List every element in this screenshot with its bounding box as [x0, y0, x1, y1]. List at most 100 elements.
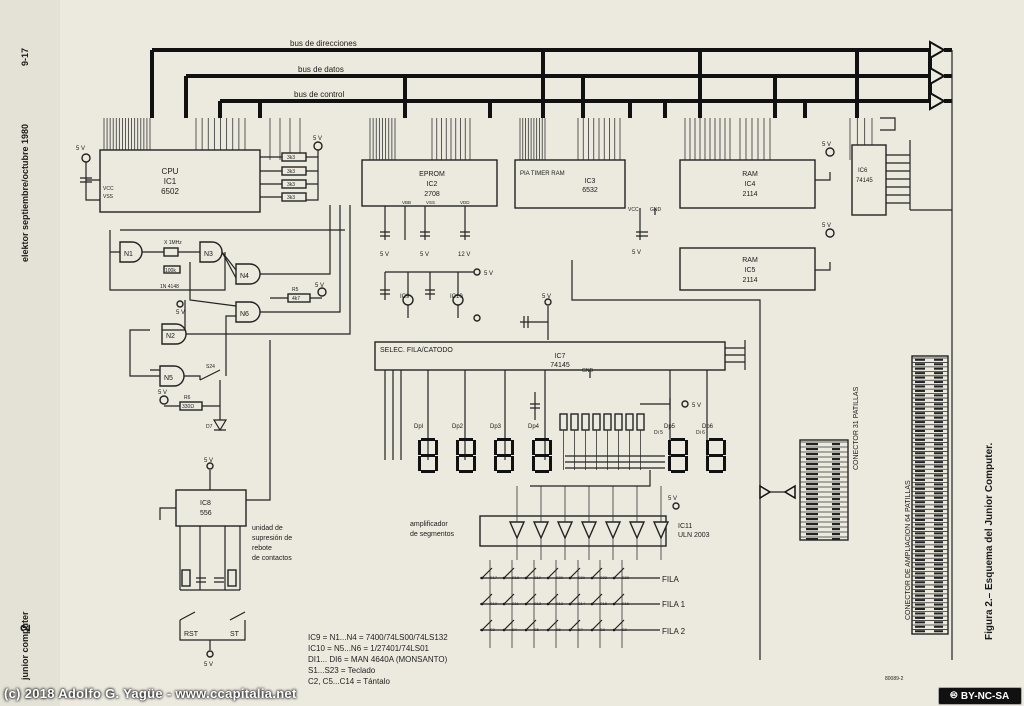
svg-text:IC6: IC6: [858, 168, 868, 174]
svg-text:EPROM: EPROM: [419, 171, 445, 178]
gate-n1: [119, 241, 143, 263]
svg-text:FILA 2: FILA 2: [662, 627, 686, 636]
svg-text:IC10: IC10: [450, 294, 463, 300]
connector-31-pin: [799, 439, 849, 541]
step-switch: S24 R6 330Ω 5 V D7: [158, 364, 228, 432]
display-label: Dpl: [414, 424, 423, 430]
svg-text:IC2: IC2: [427, 181, 438, 188]
svg-text:4k7: 4k7: [292, 296, 300, 302]
svg-text:RAM: RAM: [742, 171, 758, 178]
r-100k: 100k: [165, 268, 176, 274]
cpu-supply: 5 V: [76, 146, 85, 152]
r5-pullup: R5 4k7 5 V: [270, 283, 327, 303]
svg-text:5 V: 5 V: [632, 250, 641, 256]
note-line: IC9 = N1...N4 = 7400/74LS00/74LS132: [308, 633, 448, 642]
bus-lines: bus de direcciones bus de datos bus de c…: [150, 39, 952, 118]
svg-text:X 1MHz: X 1MHz: [164, 240, 182, 246]
r3-value: 3k3: [287, 182, 295, 188]
page-ref: 9-17: [20, 48, 30, 66]
svg-text:IC3: IC3: [585, 178, 596, 185]
svg-text:IC11: IC11: [678, 523, 692, 530]
page-number: 2: [17, 624, 33, 632]
data-bus-label: bus de datos: [298, 65, 344, 74]
display-label: Dp4: [528, 424, 540, 430]
svg-text:VSS: VSS: [426, 200, 435, 205]
svg-text:VDD: VDD: [460, 200, 470, 205]
svg-text:IC4: IC4: [745, 181, 756, 188]
svg-text:5 V: 5 V: [542, 294, 551, 300]
figure-code: 80089-2: [885, 676, 904, 682]
svg-text:5 V: 5 V: [315, 283, 324, 289]
section-name: junior computer: [20, 611, 30, 681]
reset-step-switches: RST ST 5 V: [179, 611, 246, 668]
eprom-ic2: EPROM IC2 2708 VBB VSS VDD 5 V 5 V 12 V: [361, 159, 498, 258]
issue-line: elektor septiembre/octubre 1980: [20, 124, 30, 262]
r1-value: 3k3: [287, 155, 295, 161]
segment-resistors: 5 V: [530, 392, 701, 470]
svg-text:5 V: 5 V: [822, 223, 831, 229]
cpu-ic1: CPU IC1 6502 VCC VSS: [99, 149, 261, 213]
connector-64-pin: [911, 355, 949, 635]
cpu-vss: VSS: [103, 194, 114, 200]
gate-n5: [159, 365, 185, 387]
segment-driver-ic11: IC11 ULN 2003 5 V amplificador de segmen…: [410, 470, 710, 560]
cpu-decoupling: 5 V: [76, 146, 100, 201]
svg-text:5 V: 5 V: [822, 142, 831, 148]
svg-text:GND: GND: [650, 207, 662, 213]
pia-ic3: PIA TIMER RAM IC3 6532 GND VCC 5 V: [514, 159, 662, 256]
cpu-name: CPU: [162, 167, 179, 176]
rst-label: RST: [184, 631, 199, 638]
cpu-vcc: VCC: [103, 186, 114, 192]
svg-text:ULN 2003: ULN 2003: [678, 532, 710, 539]
debounce-label-1: unidad de: [252, 525, 283, 532]
display-sub-label: Di 5: [654, 430, 663, 436]
debounce-label-2: supresión de: [252, 535, 292, 542]
svg-text:2708: 2708: [424, 191, 440, 198]
svg-text:FILA: FILA: [662, 575, 680, 584]
svg-text:FILA 1: FILA 1: [662, 600, 686, 609]
page-gutter: [0, 0, 60, 706]
debounce-label-4: de contactos: [252, 555, 292, 562]
cpu-pullups: 3k3 3k3 3k3 3k3 5 V: [260, 136, 323, 202]
decoder-ic6: IC6 74145: [851, 50, 953, 660]
cc-icon: 🅭: [950, 690, 957, 701]
svg-text:N1: N1: [124, 251, 133, 258]
ram-ic5: RAM IC5 2114 5 V 5 V: [679, 142, 835, 291]
svg-text:SELEC. FILA/CATODO: SELEC. FILA/CATODO: [380, 347, 453, 354]
switch-label: S24: [206, 364, 215, 370]
svg-text:2114: 2114: [742, 277, 757, 284]
figure-caption: Figura 2.– Esquema del Junior Computer.: [984, 443, 995, 640]
ram-ic4: RAM IC4 2114: [679, 159, 816, 209]
svg-text:N3: N3: [204, 251, 213, 258]
svg-text:R5: R5: [292, 287, 299, 293]
svg-text:5 V: 5 V: [668, 496, 677, 502]
r6-value: 330Ω: [182, 404, 194, 410]
copyright-credit: (c) 2018 Adolfo G. Yagüe - www.ccapitali…: [4, 686, 297, 701]
svg-text:5 V: 5 V: [692, 403, 701, 409]
license-badge[interactable]: 🅭BY-NC-SA: [938, 687, 1022, 705]
control-bus-arrow: [929, 91, 947, 111]
pullup-supply: 5 V: [313, 136, 322, 142]
svg-text:2114: 2114: [742, 191, 757, 198]
svg-text:556: 556: [200, 510, 212, 517]
st-label: ST: [230, 631, 240, 638]
svg-text:VBB: VBB: [402, 200, 411, 205]
license-text: BY-NC-SA: [960, 690, 1010, 702]
r4-value: 3k3: [287, 195, 295, 201]
keypad-row-labels: FILA FILA 1 FILA 2: [480, 575, 686, 636]
svg-text:5 V: 5 V: [380, 252, 389, 258]
debounce-ic8: 5 V IC8 556 unidad de supresión de rebot…: [159, 340, 292, 591]
svg-text:IC7: IC7: [555, 353, 566, 360]
svg-text:GND: GND: [582, 368, 594, 374]
eprom-12v: 12 V: [458, 252, 470, 258]
display-label: Dp6: [702, 424, 714, 430]
gate-n4: [235, 263, 261, 285]
svg-text:5 V: 5 V: [420, 252, 429, 258]
component-notes: IC9 = N1...N4 = 7400/74LS00/74LS132 IC10…: [308, 632, 448, 687]
cpu-part: 6502: [161, 187, 179, 196]
ic9-ic10-supply: IC9 IC10 5 V: [380, 268, 493, 322]
clock-supply: 5 V: [176, 310, 185, 316]
decoder-ic7: 5 V SELEC. FILA/CATODO IC7 74145 GND: [374, 260, 761, 660]
